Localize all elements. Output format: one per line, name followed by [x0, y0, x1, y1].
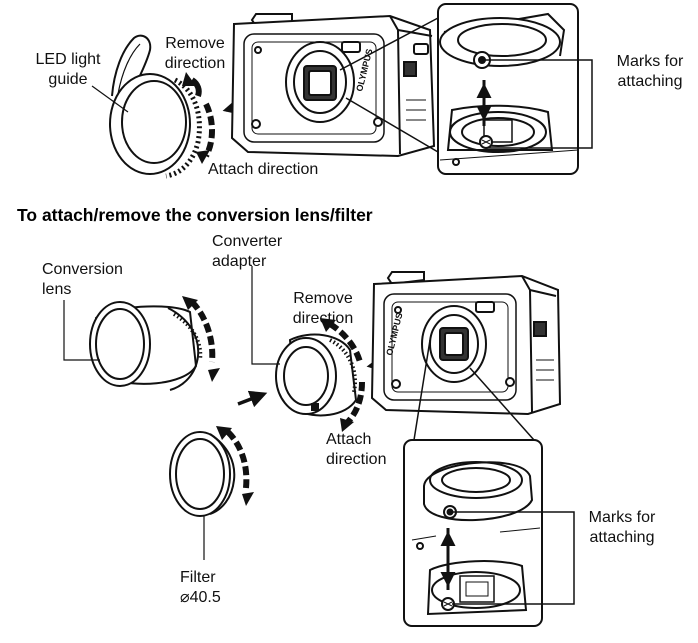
- led-light-guide-illustration: [109, 34, 202, 179]
- adapter-attach-arrow: [340, 381, 365, 432]
- attach-motion-arrow: [237, 390, 268, 408]
- attach-rotation-arrow: [196, 102, 215, 164]
- attach-direction-label: Attach direction: [208, 161, 319, 178]
- remove-direction-label-2: Remove direction: [292, 290, 354, 327]
- filter-rotation-arrow: [216, 426, 254, 506]
- led-label-leader: [91, 85, 129, 113]
- conversion-lens-illustration: [89, 301, 203, 391]
- marks-leader-lines-2: [450, 511, 575, 605]
- filter-illustration: [169, 431, 236, 517]
- conversion-lens-label: Conversion lens: [42, 261, 123, 298]
- adapter-leader: [251, 266, 280, 365]
- remove-rotation-arrow: [182, 72, 202, 97]
- marks-leader-lines: [482, 59, 593, 149]
- inset-leader-lines-2: [413, 339, 535, 441]
- inset-leader-lines: [339, 17, 439, 153]
- marks-for-attaching-label: Marks for attaching: [616, 53, 684, 90]
- attach-direction-label-2: Attach direction: [326, 431, 387, 468]
- inset-detail-box-2: [403, 439, 543, 627]
- lens-rotation-arrow: [182, 296, 220, 382]
- camera-illustration-2: [370, 271, 562, 416]
- adapter-remove-arrow: [320, 318, 363, 363]
- camera-illustration: [230, 13, 436, 158]
- converter-adapter-label: Converter adapter: [212, 233, 283, 270]
- led-light-guide-label: LED light guide: [35, 51, 101, 88]
- section-heading: To attach/remove the conversion lens/fil…: [17, 205, 373, 225]
- marks-for-attaching-label-2: Marks for attaching: [588, 509, 656, 546]
- conversion-lens-leader: [63, 300, 100, 361]
- converter-adapter-illustration: [275, 333, 358, 417]
- filter-label: Filter ⌀40.5: [180, 569, 221, 606]
- inset-detail-box: [437, 3, 579, 175]
- remove-direction-label: Remove direction: [164, 35, 226, 72]
